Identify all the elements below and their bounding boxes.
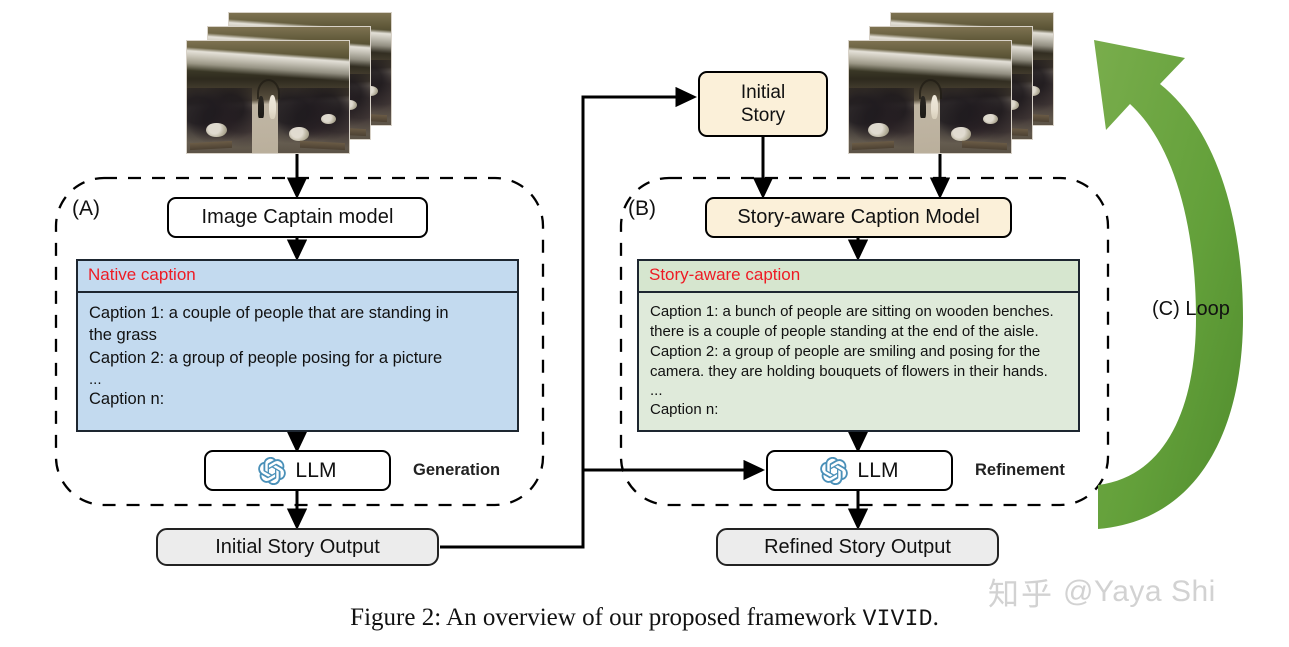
caption-line: Caption 1: a bunch of people are sitting… [650, 302, 1054, 320]
llm-node-left[interactable]: LLM [204, 450, 391, 491]
panel-a-letter: (A) [72, 197, 100, 220]
initial-story-node[interactable]: Initial Story [698, 71, 828, 137]
caption-line: Caption 1: a couple of people that are s… [89, 303, 449, 322]
caption-line: Caption n: [650, 400, 719, 418]
image-stack-right [848, 12, 1054, 154]
figure-caption-framework-name: VIVID [862, 606, 933, 632]
story-aware-caption-model-node[interactable]: Story-aware Caption Model [705, 197, 1012, 238]
openai-logo-icon [258, 456, 287, 485]
image-caption-model-node[interactable]: Image Captain model [167, 197, 428, 238]
caption-line: Caption 2: a group of people are smiling… [650, 342, 1041, 360]
refinement-stage-label: Refinement [975, 461, 1065, 479]
watermark-handle: @Yaya Shi [1063, 574, 1216, 608]
initial-story-output-node[interactable]: Initial Story Output [156, 528, 439, 566]
caption-line: Caption n: [89, 390, 165, 409]
llm-label: LLM [857, 458, 899, 482]
refined-story-output-node[interactable]: Refined Story Output [716, 528, 999, 566]
llm-label: LLM [295, 458, 337, 482]
watermark-logo: 知乎 [988, 577, 1054, 612]
watermark: 知乎 @Yaya Shi [988, 569, 1216, 614]
initial-story-line-1: Initial [740, 81, 786, 103]
caption-line: Caption 2: a group of people posing for … [89, 349, 443, 368]
image-thumb-front [186, 40, 350, 154]
generation-stage-label: Generation [413, 461, 501, 479]
caption-line: camera. they are holding bouquets of flo… [650, 362, 1048, 380]
story-aware-caption-body: Caption 1: a bunch of people are sitting… [639, 293, 1078, 426]
figure-caption-prefix: Figure 2: An overview of our proposed fr… [350, 604, 863, 631]
image-thumb-front [848, 40, 1012, 154]
openai-logo-icon [820, 456, 849, 485]
native-caption-header: Native caption [78, 261, 517, 293]
panel-b-letter: (B) [628, 197, 656, 220]
caption-line: the grass [89, 326, 157, 345]
story-aware-caption-panel: Story-aware caption Caption 1: a bunch o… [637, 259, 1080, 432]
caption-line-ellipsis: ... [89, 370, 102, 388]
caption-line-ellipsis: ... [650, 382, 663, 400]
loop-label: (C) Loop [1152, 298, 1230, 320]
native-caption-body: Caption 1: a couple of people that are s… [78, 293, 517, 418]
caption-line: there is a couple of people standing at … [650, 322, 1039, 340]
figure-caption: Figure 2: An overview of our proposed fr… [0, 604, 1289, 632]
llm-node-right[interactable]: LLM [766, 450, 953, 491]
story-aware-caption-header: Story-aware caption [639, 261, 1078, 293]
figure-caption-suffix: . [932, 604, 939, 631]
image-stack-left [186, 12, 392, 154]
native-caption-panel: Native caption Caption 1: a couple of pe… [76, 259, 519, 432]
initial-story-line-2: Story [740, 105, 786, 126]
